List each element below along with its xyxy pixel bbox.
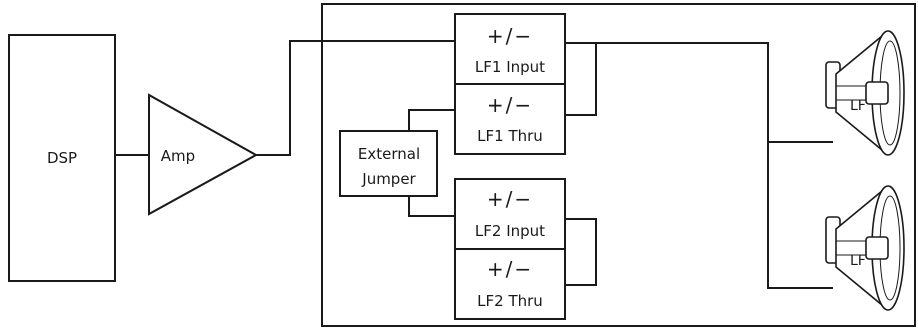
connector-label: LF2 Input	[475, 222, 545, 240]
dsp-label: DSP	[47, 149, 77, 167]
connector-label: LF2 Thru	[477, 292, 543, 310]
enclosure-frame	[321, 3, 916, 327]
connector-polarity: +/−	[487, 257, 533, 281]
connector-polarity: +/−	[487, 187, 533, 211]
external-jumper-box	[339, 130, 438, 197]
connector-lf1-input: +/− LF1 Input	[454, 13, 566, 85]
amp-triangle	[148, 93, 259, 216]
wire-lf2-parallel	[565, 218, 597, 286]
connector-polarity: +/−	[487, 24, 533, 48]
speaker-1-label: LF	[850, 98, 866, 114]
speaker-2-label: LF	[850, 253, 866, 269]
speaker-2-icon: LF	[825, 185, 905, 311]
dsp-block	[8, 34, 116, 282]
wire-jumper-lf2-input	[408, 196, 455, 217]
connector-lf2-input: +/− LF2 Input	[454, 178, 566, 250]
amp-label: Amp	[161, 147, 195, 165]
wire-lf1-parallel	[565, 42, 597, 116]
wire-lf1-to-speakers	[565, 42, 833, 289]
speaker-1-icon: LF	[825, 30, 905, 156]
connector-polarity: +/−	[487, 93, 533, 117]
wire-amp-lf1-input	[256, 40, 455, 156]
jumper-label-line2: Jumper	[361, 170, 416, 188]
connector-lf2-thru: +/− LF2 Thru	[454, 248, 566, 320]
wire-jumper-lf1-thru	[408, 109, 455, 131]
connector-lf1-thru: +/− LF1 Thru	[454, 83, 566, 155]
connector-label: LF1 Input	[475, 58, 545, 76]
connector-label: LF1 Thru	[477, 127, 543, 145]
jumper-label-line1: External	[358, 145, 420, 163]
